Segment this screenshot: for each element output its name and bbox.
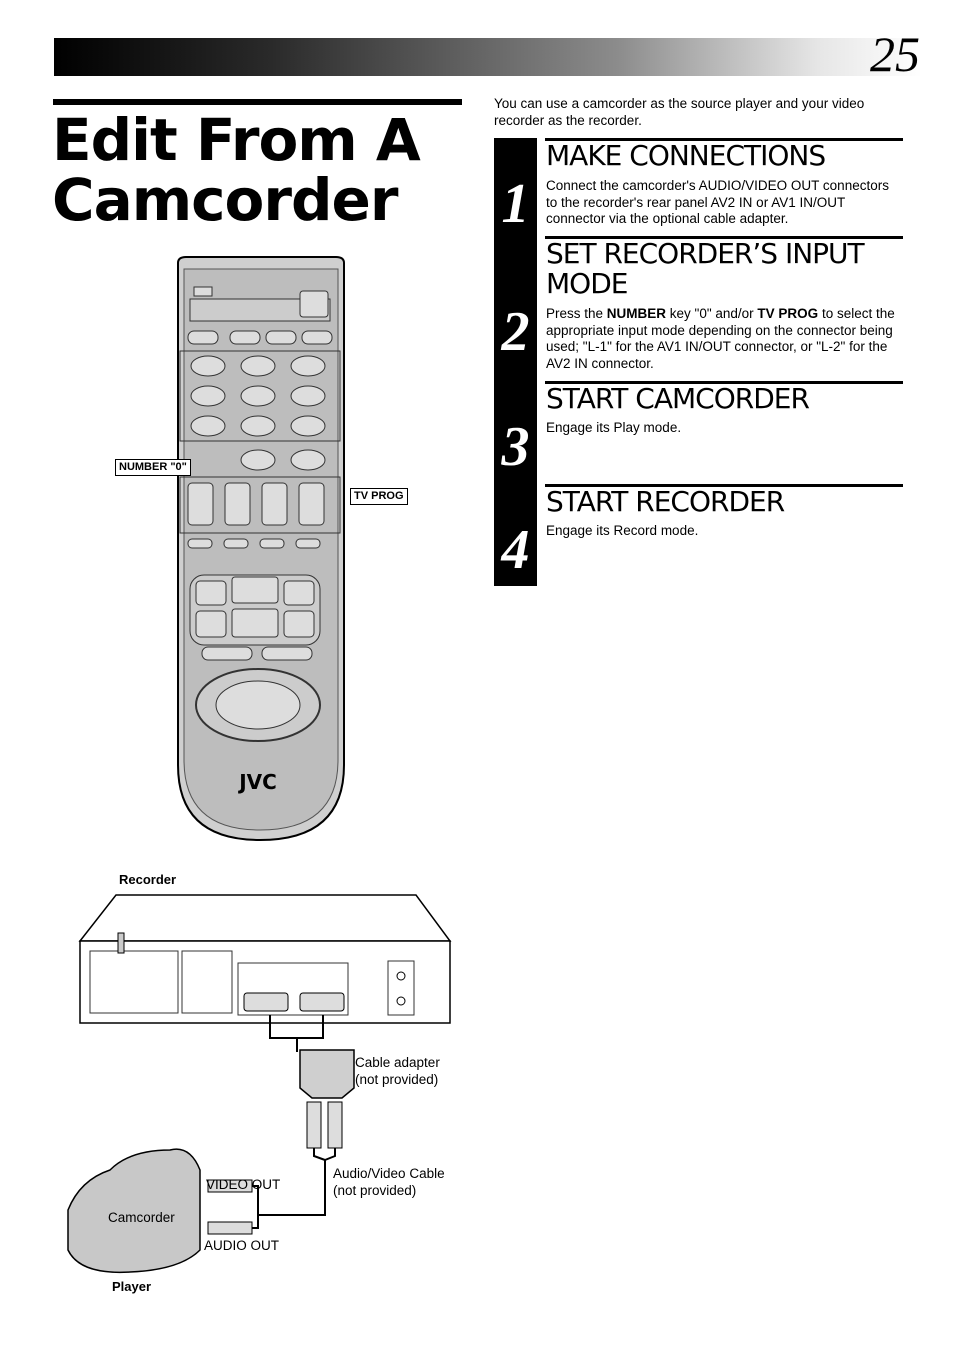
video-out-label: VIDEO OUT <box>206 1177 281 1192</box>
remote-brand-logo: JVC <box>237 770 277 794</box>
step-text: Connect the camcorder's AUDIO/VIDEO OUT … <box>546 178 889 226</box>
step-text: Press the NUMBER key "0" and/or TV PROG … <box>546 306 901 372</box>
step-title: START RECORDER <box>546 485 785 518</box>
remote-control-illustration: JVC <box>177 256 345 842</box>
player-label: Player <box>112 1279 152 1294</box>
step-rule <box>545 138 903 141</box>
step-3: 3 START CAMCORDER Engage its Play mode. <box>494 381 904 484</box>
camcorder-label: Camcorder <box>108 1210 175 1225</box>
step-number: 3 <box>501 416 530 478</box>
step-4: 4 START RECORDER Engage its Record mode. <box>494 484 904 586</box>
step-number: 1 <box>501 173 530 235</box>
callout-tv-prog: TV PROG <box>350 488 408 505</box>
header-bar <box>54 38 922 76</box>
step-2: 2 SET RECORDER’S INPUT MODE Press the NU… <box>494 236 904 382</box>
av-cable-label: Audio/Video Cable (not provided) <box>333 1166 445 1198</box>
step-title: MAKE CONNECTIONS <box>546 139 826 172</box>
step-number: 2 <box>501 301 530 363</box>
step-text-part: to select the appropriate input mode dep… <box>546 306 895 371</box>
step-text: Engage its Record mode. <box>546 523 699 538</box>
number-key: NUMBER <box>606 306 667 321</box>
page-number: 25 <box>870 26 920 82</box>
step-number: 4 <box>501 519 530 581</box>
title-rule <box>53 99 462 105</box>
step-text-part: key "0" and/or <box>666 306 758 321</box>
cable-adapter-label: Cable adapter (not provided) <box>355 1055 440 1087</box>
page-title: Edit From A Camcorder <box>52 106 421 234</box>
step-text: Engage its Play mode. <box>546 420 682 435</box>
tv-prog-key: TV PROG <box>757 306 819 321</box>
audio-out-label: AUDIO OUT <box>204 1238 280 1253</box>
recorder-label: Recorder <box>119 872 177 887</box>
step-text-part: Press the <box>546 306 607 321</box>
step-rule <box>545 236 903 239</box>
step-rule <box>545 381 903 384</box>
cable-connections <box>67 1015 355 1274</box>
recorder-rear-panel-illustration <box>78 894 452 1024</box>
intro-text: You can use a camcorder as the source pl… <box>494 96 865 128</box>
step-1: 1 MAKE CONNECTIONS Connect the camcorder… <box>494 138 904 236</box>
step-number-box <box>494 138 537 586</box>
step-title: SET RECORDER’S INPUT MODE <box>546 237 865 300</box>
step-title: START CAMCORDER <box>546 382 810 415</box>
step-rule <box>545 484 903 487</box>
callout-number-0: NUMBER "0" <box>115 459 191 476</box>
